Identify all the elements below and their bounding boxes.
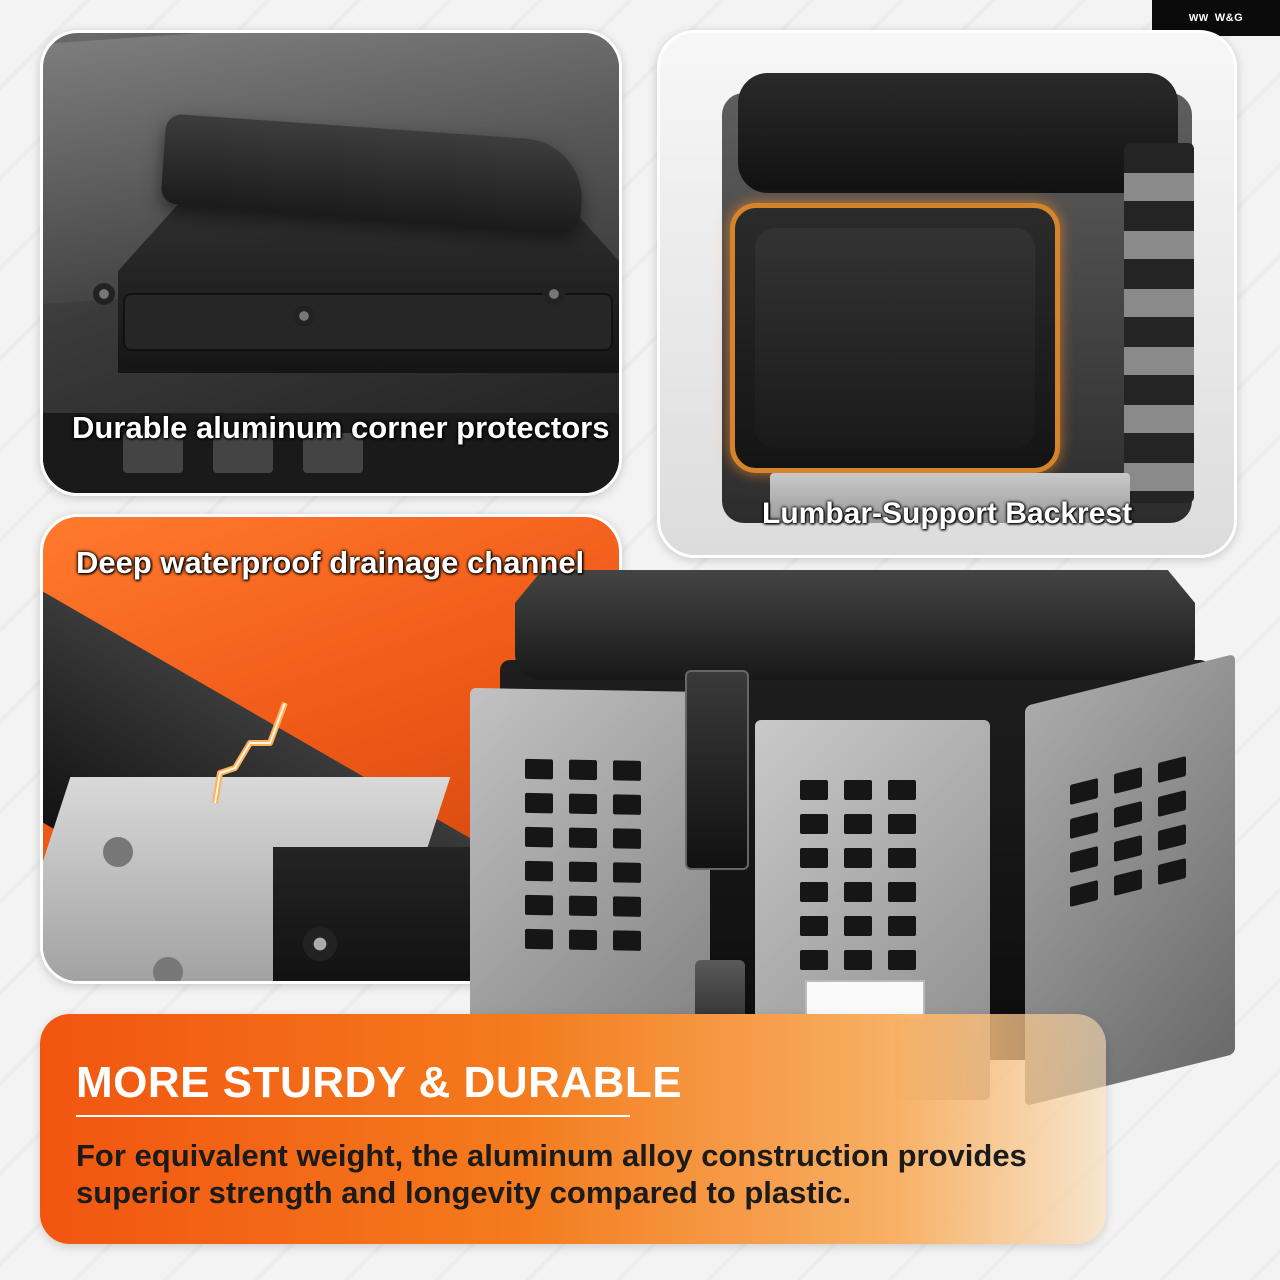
feature-banner [40,1014,1106,1244]
wg-logo-icon: WW [1188,12,1209,24]
corner-protector-caption: Durable aluminum corner protectors [72,410,610,445]
bolt [93,283,115,305]
banner-headline: MORE STURDY & DURABLE [76,1058,683,1107]
zigzag-highlight-icon [212,701,288,804]
mounting-base [770,473,1130,523]
top-case-lid [738,73,1178,193]
case-lid [515,570,1195,680]
backrest-caption: Lumbar-Support Backrest [762,497,1133,530]
side-rack [1124,143,1194,503]
backrest-pad [730,203,1060,473]
top-case-product [460,560,1250,1120]
headline-underline [76,1115,630,1117]
bolt [543,283,565,305]
banner-description: For equivalent weight, the aluminum allo… [76,1138,1027,1210]
lid-latch [685,670,749,870]
brand-logo-text: W&G [1214,12,1244,24]
drainage-caption: Deep waterproof drainage channel [76,545,585,580]
corner-protector-photo [40,30,622,496]
backrest-photo [657,30,1237,558]
bolt [303,927,337,961]
bolt [293,305,315,327]
blank-label-plate [805,980,925,1020]
